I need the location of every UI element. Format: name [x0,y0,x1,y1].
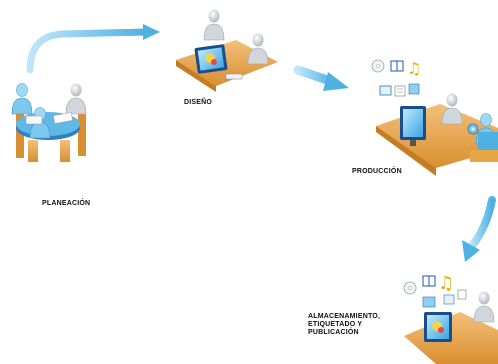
storage-monitor [424,312,452,342]
stage-label-almacenamiento-line-2: ETIQUETADO Y [308,321,363,328]
flow-arrow-1 [26,24,160,74]
document-icon [379,85,392,96]
production-illustration: ♫ [371,59,498,176]
design-workstation-illustration [176,9,278,92]
film-icon [422,275,436,287]
storage-illustration: ♫ [403,273,498,364]
gear-icon [467,123,479,135]
stage-label-produccion: PRODUCCIÓN [352,168,402,175]
cd-icon [371,59,385,73]
music-note-icon: ♫ [438,273,454,294]
planning-meeting-illustration [11,83,87,162]
flow-arrow-3 [462,196,496,262]
production-monitor [400,106,426,146]
stage-label-almacenamiento-line-1: ALMACENAMIENTO, [308,313,381,320]
stage-label-diseno: DISEÑO [184,99,213,106]
stage-label-planeacion: PLANEACIÓN [42,200,91,207]
stage-label-almacenamiento-line-3: PUBLICACIÓN [308,329,359,336]
image-icon [394,85,406,97]
cd-icon [403,281,417,295]
stage-label-almacenamiento: ALMACENAMIENTO, ETIQUETADO Y PUBLICACIÓN [308,313,380,337]
film-icon [390,60,404,72]
music-note-icon: ♫ [407,59,421,78]
flow-arrow-2 [293,65,349,91]
